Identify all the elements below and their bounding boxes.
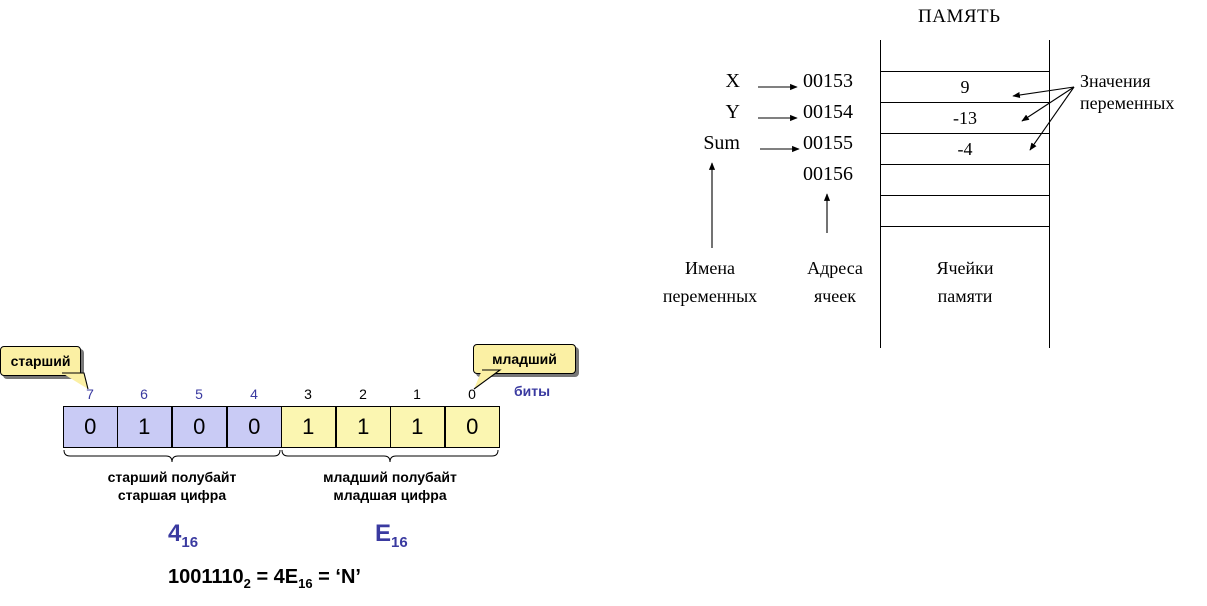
callout-low-pointer	[473, 369, 502, 390]
memory-value-sum: -4	[957, 139, 973, 159]
conversion-formula: 10011102 = 4E16 = ‘N’	[168, 566, 361, 591]
bit-cell-2: 1	[336, 406, 391, 448]
bit-number-2: 2	[359, 386, 367, 402]
address-00156: 00156	[803, 163, 853, 185]
bit-cell-3: 1	[281, 406, 336, 448]
caption-line: памяти	[937, 286, 993, 306]
caption-addresses: Адреса ячеек	[785, 254, 885, 310]
hex-base: 16	[181, 534, 199, 551]
bit-cell-6: 1	[117, 406, 172, 448]
values-note-line2: переменных	[1080, 93, 1175, 113]
memory-cell-divider	[880, 195, 1050, 196]
formula-binary: 1001110	[168, 566, 244, 588]
bit-number-1: 1	[413, 386, 421, 402]
address-00153: 00153	[803, 70, 853, 92]
variable-name-y: Y	[725, 101, 740, 123]
bit-number-0: 0	[468, 386, 476, 402]
callout-high: старший	[0, 346, 81, 376]
memory-value-x: 9	[960, 77, 970, 97]
values-note: Значения переменных	[1080, 70, 1174, 114]
low-hex-digit: E16	[375, 520, 408, 551]
caption-variable-names: Имена переменных	[640, 254, 780, 310]
arrow-note-to-y	[1021, 86, 1075, 122]
variable-name-sum: Sum	[703, 132, 740, 154]
memory-cell-divider	[880, 164, 1050, 165]
bit-cell-0: 0	[445, 406, 500, 448]
bit-cell-5: 0	[172, 406, 227, 448]
bit-number-3: 3	[304, 386, 312, 402]
high-nibble-caption: старший полубайт старшая цифра	[72, 468, 272, 504]
memory-column	[880, 40, 1050, 348]
caption-line: Имена	[684, 258, 735, 278]
memory-cell-divider	[880, 102, 1050, 103]
formula-base16: 16	[298, 576, 313, 591]
bit-cell-4: 0	[227, 406, 282, 448]
arrow-note-to-sum	[1029, 86, 1075, 151]
caption-line: старшая цифра	[117, 487, 227, 503]
hex-base: 16	[391, 534, 408, 551]
bit-number-7: 7	[86, 386, 94, 402]
caption-line: ячеек	[813, 286, 857, 306]
low-nibble-brace	[281, 449, 499, 463]
arrow-note-to-x	[1012, 86, 1075, 99]
bit-cell-7: 0	[63, 406, 118, 448]
memory-cell-divider	[880, 71, 1050, 72]
formula-hex: = 4E	[250, 566, 299, 588]
bit-number-4: 4	[250, 386, 258, 402]
caption-line: младшая цифра	[333, 487, 447, 503]
caption-line: старший полубайт	[107, 469, 237, 485]
memory-title: ПАМЯТЬ	[918, 6, 1001, 27]
bit-number-6: 6	[140, 386, 148, 402]
caption-line: переменных	[662, 286, 758, 306]
caption-cells: Ячейки памяти	[880, 254, 1050, 310]
formula-base2: 2	[243, 576, 251, 591]
memory-cell-divider	[880, 133, 1050, 134]
caption-line: младший полубайт	[323, 469, 457, 485]
formula-char: = ‘N’	[312, 566, 361, 588]
hex-digit: E	[375, 520, 392, 547]
memory-value-y: -13	[953, 108, 977, 128]
memory-cell-divider	[880, 226, 1050, 227]
bit-number-5: 5	[195, 386, 203, 402]
callout-low: младший	[473, 344, 576, 374]
caption-line: Адреса	[807, 258, 863, 278]
address-00154: 00154	[803, 101, 853, 123]
bit-cell-1: 1	[390, 406, 445, 448]
high-nibble-brace	[63, 449, 281, 463]
values-note-line1: Значения	[1080, 71, 1151, 91]
high-hex-digit: 416	[168, 520, 198, 551]
address-00155: 00155	[803, 132, 853, 154]
bits-label: биты	[514, 383, 551, 399]
low-nibble-caption: младший полубайт младшая цифра	[290, 468, 490, 504]
caption-line: Ячейки	[936, 258, 994, 278]
variable-name-x: X	[725, 70, 740, 92]
callout-high-pointer	[62, 372, 89, 390]
hex-digit: 4	[168, 520, 182, 547]
